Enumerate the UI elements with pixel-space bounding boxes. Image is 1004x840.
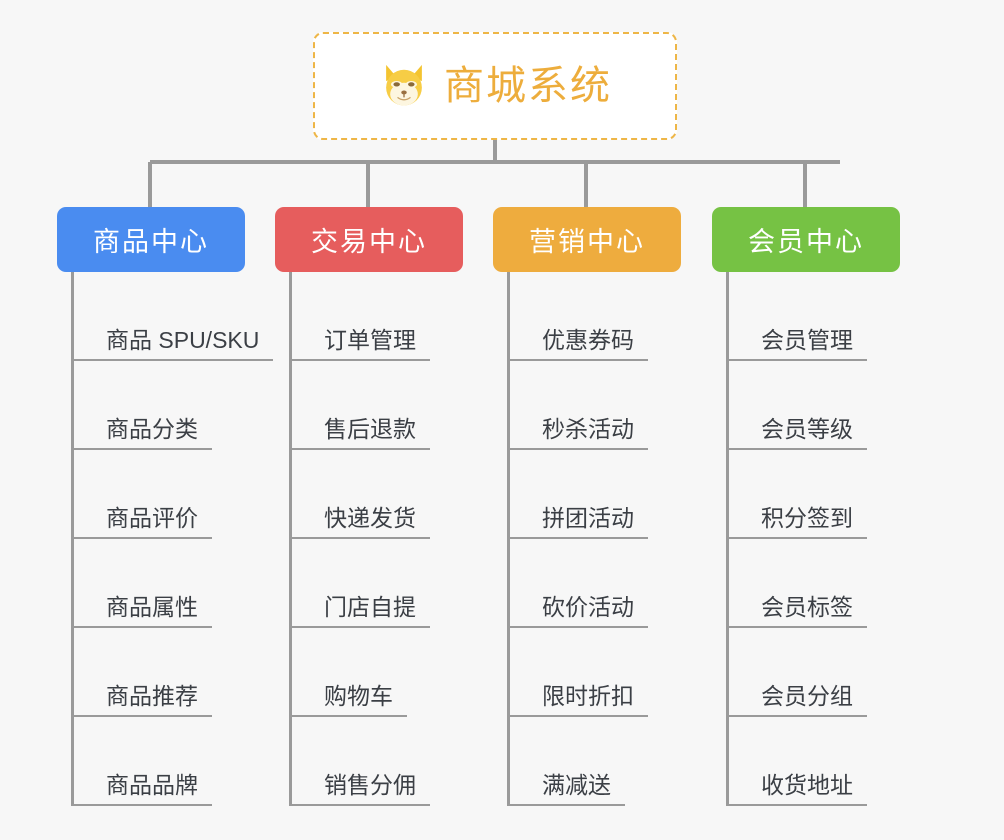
list-item[interactable]: 秒杀活动 — [510, 361, 680, 450]
leaf-label: 会员等级 — [729, 416, 867, 450]
category-chip-营销中心[interactable]: 营销中心 — [493, 207, 681, 272]
root-stem-connector — [493, 140, 497, 162]
leaf-label: 商品 SPU/SKU — [74, 327, 274, 361]
list-item[interactable]: 限时折扣 — [510, 628, 680, 717]
leaf-stack: 订单管理 售后退款 快递发货 门店自提 购物车 销售分佣 — [289, 272, 462, 806]
leaf-label: 积分签到 — [729, 505, 867, 539]
leaf-label: 优惠券码 — [510, 327, 648, 361]
category-chip-交易中心[interactable]: 交易中心 — [275, 207, 463, 272]
list-item[interactable]: 会员管理 — [729, 272, 899, 361]
leaf-label: 商品品牌 — [74, 772, 212, 806]
leaf-label: 商品评价 — [74, 505, 212, 539]
leaf-label: 会员管理 — [729, 327, 867, 361]
list-item[interactable]: 优惠券码 — [510, 272, 680, 361]
root-title: 商城系统 — [444, 64, 612, 108]
list-item[interactable]: 砍价活动 — [510, 539, 680, 628]
leaf-label: 拼团活动 — [510, 505, 648, 539]
category-chip-商品中心[interactable]: 商品中心 — [57, 207, 245, 272]
category-drop-connector — [148, 162, 152, 207]
leaf-stack: 会员管理 会员等级 积分签到 会员标签 会员分组 收货地址 — [726, 272, 899, 806]
leaf-label: 满减送 — [510, 772, 625, 806]
list-item[interactable]: 门店自提 — [292, 539, 462, 628]
category-drop-connector — [366, 162, 370, 207]
list-item[interactable]: 快递发货 — [292, 450, 462, 539]
leaf-label: 商品推荐 — [74, 683, 212, 717]
category-bus-connector — [150, 160, 840, 164]
leaf-label: 销售分佣 — [292, 772, 430, 806]
leaf-label: 商品分类 — [74, 416, 212, 450]
leaf-label: 快递发货 — [292, 505, 430, 539]
list-item[interactable]: 商品分类 — [74, 361, 305, 450]
category-chip-会员中心[interactable]: 会员中心 — [712, 207, 900, 272]
list-item[interactable]: 销售分佣 — [292, 717, 462, 806]
list-item[interactable]: 商品评价 — [74, 450, 305, 539]
leaf-label: 售后退款 — [292, 416, 430, 450]
list-item[interactable]: 商品属性 — [74, 539, 305, 628]
root-node[interactable]: 商城系统 — [313, 32, 677, 140]
list-item[interactable]: 会员标签 — [729, 539, 899, 628]
leaf-label: 会员分组 — [729, 683, 867, 717]
list-item[interactable]: 会员等级 — [729, 361, 899, 450]
list-item[interactable]: 满减送 — [510, 717, 680, 806]
list-item[interactable]: 收货地址 — [729, 717, 899, 806]
leaf-label: 砍价活动 — [510, 594, 648, 628]
leaf-label: 收货地址 — [729, 772, 867, 806]
dog-face-icon — [386, 64, 422, 106]
list-item[interactable]: 会员分组 — [729, 628, 899, 717]
leaf-label: 购物车 — [292, 683, 407, 717]
leaf-label: 秒杀活动 — [510, 416, 648, 450]
category-drop-connector — [803, 162, 807, 207]
list-item[interactable]: 商品品牌 — [74, 717, 305, 806]
leaf-stack: 优惠券码 秒杀活动 拼团活动 砍价活动 限时折扣 满减送 — [507, 272, 680, 806]
category-drop-connector — [584, 162, 588, 207]
leaf-stack: 商品 SPU/SKU 商品分类 商品评价 商品属性 商品推荐 商品品牌 — [71, 272, 305, 806]
leaf-label: 门店自提 — [292, 594, 430, 628]
list-item[interactable]: 订单管理 — [292, 272, 462, 361]
list-item[interactable]: 积分签到 — [729, 450, 899, 539]
list-item[interactable]: 商品 SPU/SKU — [74, 272, 305, 361]
list-item[interactable]: 售后退款 — [292, 361, 462, 450]
list-item[interactable]: 商品推荐 — [74, 628, 305, 717]
leaf-label: 会员标签 — [729, 594, 867, 628]
leaf-label: 限时折扣 — [510, 683, 648, 717]
leaf-label: 订单管理 — [292, 327, 430, 361]
list-item[interactable]: 拼团活动 — [510, 450, 680, 539]
list-item[interactable]: 购物车 — [292, 628, 462, 717]
leaf-label: 商品属性 — [74, 594, 212, 628]
